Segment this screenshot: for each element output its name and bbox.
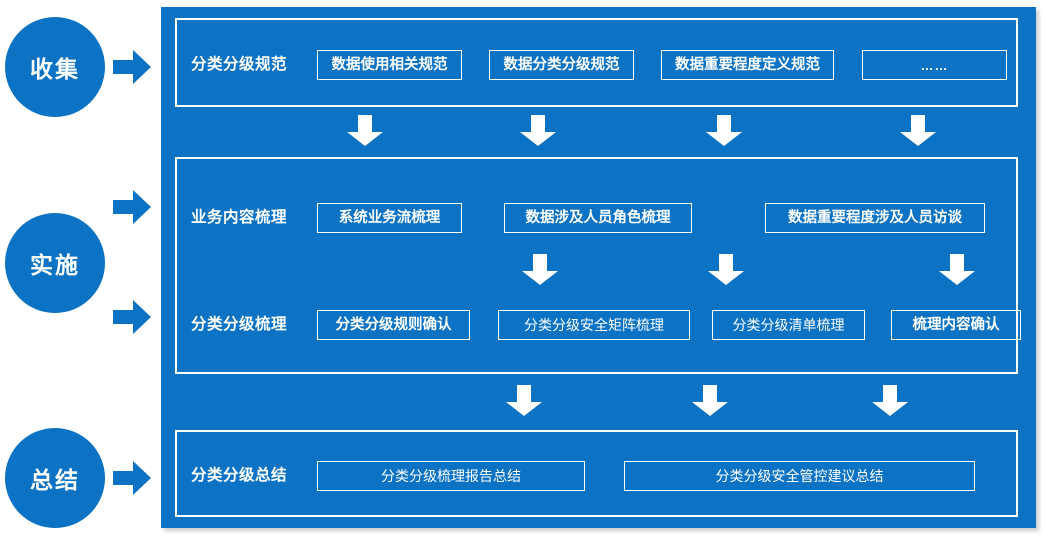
down-arrow-icon (506, 385, 542, 416)
item-data-usage-spec[interactable]: 数据使用相关规范 (317, 50, 462, 80)
flow-panel: 分类分级规范 数据使用相关规范 数据分类分级规范 数据重要程度定义规范 …… (161, 7, 1036, 528)
down-arrow-icon (347, 115, 383, 146)
right-arrow-icon (113, 50, 151, 84)
item-classification-security-matrix[interactable]: 分类分级安全矩阵梳理 (498, 310, 690, 340)
right-arrow-icon (113, 190, 151, 224)
item-data-personnel-roles[interactable]: 数据涉及人员角色梳理 (504, 203, 692, 233)
item-sorting-content-confirm[interactable]: 梳理内容确认 (891, 310, 1021, 340)
stage-circle-collect[interactable]: 收集 (5, 17, 105, 117)
down-arrow-icon (939, 254, 975, 285)
item-sorting-report-summary[interactable]: 分类分级梳理报告总结 (317, 461, 585, 491)
down-arrow-icon (706, 115, 742, 146)
row-label-classification-sorting: 分类分级梳理 (191, 316, 288, 333)
stage-circle-implement[interactable]: 实施 (5, 213, 105, 313)
stage-circle-summary[interactable]: 总结 (5, 428, 105, 528)
down-arrow-icon (522, 254, 558, 285)
down-arrow-icon (708, 254, 744, 285)
row-label-summary: 分类分级总结 (191, 467, 288, 484)
item-data-importance-definition-spec[interactable]: 数据重要程度定义规范 (661, 50, 834, 80)
item-system-business-flow[interactable]: 系统业务流梳理 (317, 203, 462, 233)
item-classification-list-sorting[interactable]: 分类分级清单梳理 (712, 310, 865, 340)
down-arrow-icon (692, 385, 728, 416)
row-label-norms: 分类分级规范 (191, 56, 288, 73)
down-arrow-icon (520, 115, 556, 146)
down-arrow-icon (872, 385, 908, 416)
right-arrow-icon (113, 300, 151, 334)
item-data-classification-spec[interactable]: 数据分类分级规范 (489, 50, 634, 80)
item-importance-personnel-interview[interactable]: 数据重要程度涉及人员访谈 (765, 203, 985, 233)
down-arrow-icon (900, 115, 936, 146)
item-classification-rule-confirm[interactable]: 分类分级规则确认 (317, 310, 470, 340)
group-implementation: 业务内容梳理 系统业务流梳理 数据涉及人员角色梳理 数据重要程度涉及人员访谈 (175, 157, 1021, 374)
right-arrow-icon (113, 461, 151, 495)
row-label-business-content: 业务内容梳理 (191, 209, 288, 226)
item-security-control-advice-summary[interactable]: 分类分级安全管控建议总结 (624, 461, 975, 491)
item-norms-ellipsis[interactable]: …… (862, 50, 1007, 80)
group-norms: 分类分级规范 数据使用相关规范 数据分类分级规范 数据重要程度定义规范 …… (175, 18, 1018, 107)
group-summary: 分类分级总结 分类分级梳理报告总结 分类分级安全管控建议总结 (175, 430, 1018, 517)
